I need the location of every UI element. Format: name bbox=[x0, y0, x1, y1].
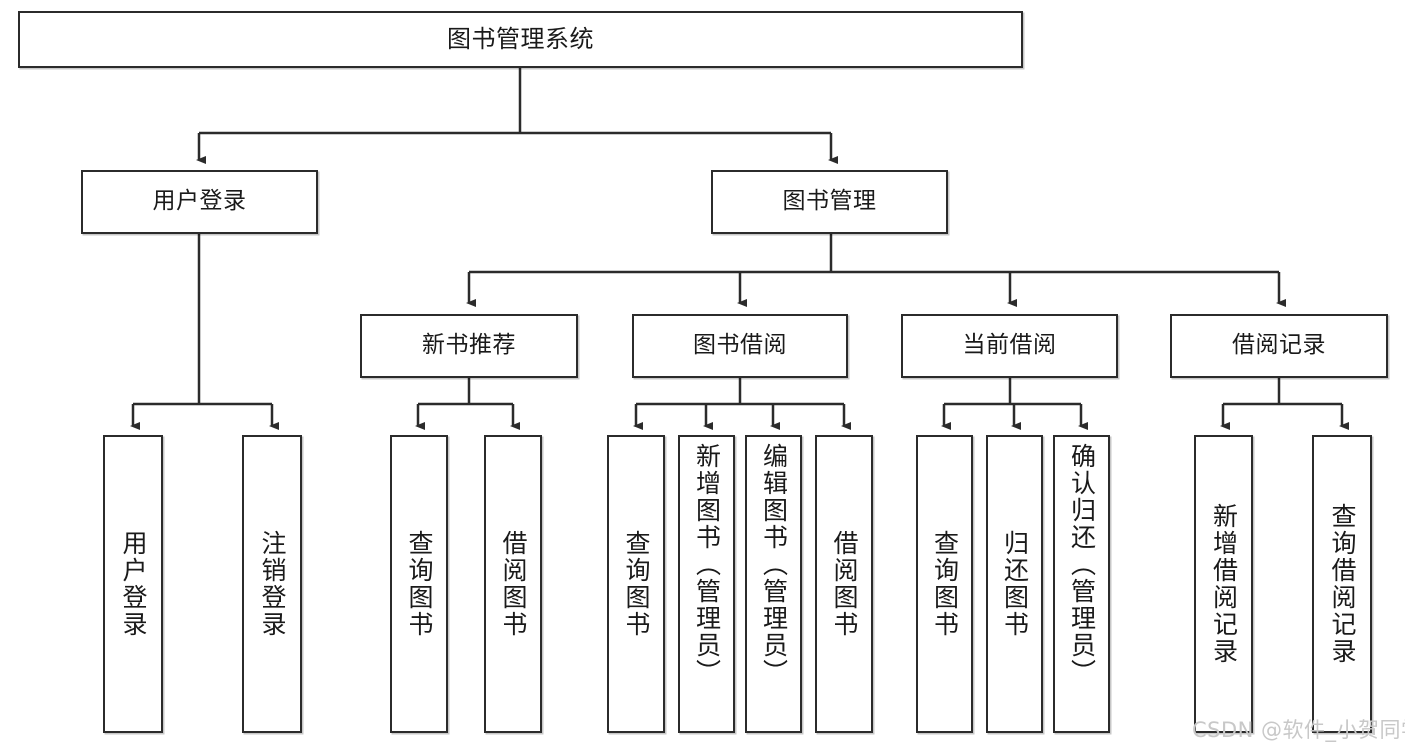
node-new-book-recommendation[interactable]: 新书推荐 bbox=[360, 314, 578, 378]
leaf-logout[interactable]: 注销登录 bbox=[242, 435, 302, 733]
leaf-query-books-borrow[interactable]: 查询图书 bbox=[607, 435, 665, 733]
watermark-text: CSDN @软件_小贺同学 bbox=[1192, 718, 1405, 742]
leaf-query-books-current[interactable]: 查询图书 bbox=[916, 435, 973, 733]
node-label: 新书推荐 bbox=[422, 332, 516, 359]
node-label: 查询图书 bbox=[622, 530, 651, 638]
node-root-book-management-system[interactable]: 图书管理系统 bbox=[18, 11, 1023, 68]
leaf-confirm-return-admin[interactable]: 确认归还（管理员） bbox=[1053, 435, 1110, 733]
node-label: 借阅图书 bbox=[830, 530, 859, 638]
node-label: 查询图书 bbox=[405, 530, 434, 638]
node-label: 图书管理系统 bbox=[447, 25, 594, 54]
node-book-borrowing[interactable]: 图书借阅 bbox=[632, 314, 848, 378]
node-label: 借阅图书 bbox=[499, 530, 528, 638]
node-current-borrowing[interactable]: 当前借阅 bbox=[901, 314, 1118, 378]
node-label: 确认归还（管理员） bbox=[1067, 443, 1097, 686]
node-label: 用户登录 bbox=[152, 188, 247, 215]
leaf-user-login[interactable]: 用户登录 bbox=[103, 435, 163, 733]
node-user-login[interactable]: 用户登录 bbox=[81, 170, 318, 234]
node-label: 注销登录 bbox=[258, 530, 287, 638]
leaf-borrow-books[interactable]: 借阅图书 bbox=[815, 435, 873, 733]
node-label: 借阅记录 bbox=[1232, 332, 1326, 359]
node-label: 新增借阅记录 bbox=[1209, 503, 1239, 665]
node-label: 查询图书 bbox=[930, 530, 960, 638]
node-label: 新增图书（管理员） bbox=[692, 443, 722, 686]
leaf-return-books[interactable]: 归还图书 bbox=[986, 435, 1043, 733]
node-book-management[interactable]: 图书管理 bbox=[711, 170, 948, 234]
node-label: 用户登录 bbox=[119, 530, 148, 638]
leaf-query-books-recommend[interactable]: 查询图书 bbox=[390, 435, 448, 733]
leaf-query-borrow-record[interactable]: 查询借阅记录 bbox=[1312, 435, 1372, 733]
node-label: 当前借阅 bbox=[962, 332, 1057, 359]
node-label: 查询借阅记录 bbox=[1328, 503, 1357, 665]
leaf-edit-book-admin[interactable]: 编辑图书（管理员） bbox=[745, 435, 802, 733]
leaf-add-book-admin[interactable]: 新增图书（管理员） bbox=[678, 435, 735, 733]
node-borrowing-records[interactable]: 借阅记录 bbox=[1170, 314, 1388, 378]
node-label: 归还图书 bbox=[1000, 530, 1030, 638]
node-label: 编辑图书（管理员） bbox=[759, 443, 789, 686]
leaf-add-borrow-record[interactable]: 新增借阅记录 bbox=[1194, 435, 1253, 733]
node-label: 图书借阅 bbox=[693, 332, 787, 359]
leaf-borrow-books-recommend[interactable]: 借阅图书 bbox=[484, 435, 542, 733]
node-label: 图书管理 bbox=[782, 188, 877, 215]
